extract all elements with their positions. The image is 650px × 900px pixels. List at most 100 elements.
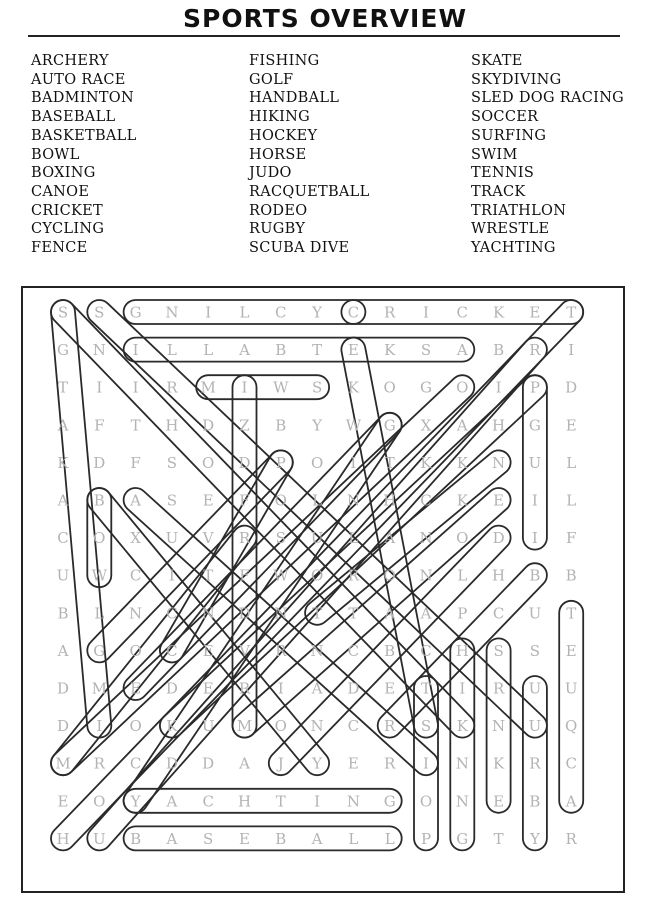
- grid-letter[interactable]: I: [96, 717, 102, 735]
- grid-letter[interactable]: R: [566, 830, 578, 848]
- grid-letter[interactable]: A: [57, 416, 69, 434]
- grid-letter[interactable]: B: [130, 830, 141, 848]
- grid-letter[interactable]: N: [202, 604, 215, 622]
- grid-letter[interactable]: G: [93, 642, 105, 660]
- grid-letter[interactable]: W: [92, 567, 108, 585]
- grid-letter[interactable]: D: [238, 454, 250, 472]
- grid-letter[interactable]: D: [202, 416, 214, 434]
- grid-letter[interactable]: U: [93, 830, 106, 848]
- grid-letter[interactable]: A: [456, 416, 468, 434]
- grid-letter[interactable]: L: [566, 492, 576, 510]
- grid-letter[interactable]: V: [238, 642, 251, 660]
- grid-letter[interactable]: A: [383, 604, 395, 622]
- grid-letter[interactable]: R: [166, 379, 178, 397]
- grid-letter[interactable]: R: [493, 680, 505, 698]
- grid-letter[interactable]: L: [312, 492, 322, 510]
- grid-letter[interactable]: Z: [239, 416, 249, 434]
- grid-letter[interactable]: N: [419, 567, 432, 585]
- grid-letter[interactable]: M: [55, 755, 70, 773]
- grid-letter[interactable]: Y: [311, 304, 323, 322]
- grid-letter[interactable]: H: [383, 492, 396, 510]
- grid-letter[interactable]: N: [456, 755, 469, 773]
- grid-letter[interactable]: A: [311, 680, 323, 698]
- grid-letter[interactable]: C: [348, 717, 359, 735]
- grid-letter[interactable]: U: [529, 717, 542, 735]
- grid-letter[interactable]: C: [166, 642, 177, 660]
- grid-letter[interactable]: I: [242, 379, 248, 397]
- grid-letter[interactable]: E: [239, 830, 250, 848]
- grid-letter[interactable]: K: [384, 341, 396, 359]
- grid-letter[interactable]: L: [566, 454, 576, 472]
- grid-letter[interactable]: L: [348, 830, 358, 848]
- grid-letter[interactable]: K: [493, 755, 505, 773]
- grid-letter[interactable]: I: [314, 792, 320, 810]
- grid-letter[interactable]: F: [94, 416, 104, 434]
- grid-letter[interactable]: D: [493, 529, 505, 547]
- grid-letter[interactable]: Y: [529, 830, 541, 848]
- grid-letter[interactable]: W: [346, 416, 362, 434]
- grid-letter[interactable]: K: [420, 454, 432, 472]
- grid-letter[interactable]: E: [130, 680, 141, 698]
- grid-letter[interactable]: R: [384, 304, 396, 322]
- grid-letter[interactable]: A: [57, 642, 69, 660]
- grid-letter[interactable]: R: [348, 567, 360, 585]
- grid-letter[interactable]: E: [348, 341, 359, 359]
- grid-letter[interactable]: T: [385, 454, 395, 472]
- grid-letter[interactable]: H: [238, 792, 251, 810]
- grid-letter[interactable]: E: [203, 492, 214, 510]
- grid-letter[interactable]: A: [238, 755, 250, 773]
- grid-letter[interactable]: N: [492, 717, 505, 735]
- grid-letter[interactable]: K: [457, 492, 469, 510]
- grid-letter[interactable]: X: [421, 416, 432, 434]
- grid-letter[interactable]: C: [130, 755, 141, 773]
- grid-letter[interactable]: P: [530, 379, 540, 397]
- grid-letter[interactable]: E: [58, 792, 69, 810]
- grid-letter[interactable]: S: [276, 529, 286, 547]
- grid-letter[interactable]: D: [166, 755, 178, 773]
- grid-letter[interactable]: S: [203, 830, 213, 848]
- grid-letter[interactable]: F: [130, 454, 140, 472]
- grid-letter[interactable]: I: [532, 529, 538, 547]
- grid-letter[interactable]: I: [423, 755, 429, 773]
- grid-letter[interactable]: C: [348, 304, 359, 322]
- grid-letter[interactable]: C: [565, 755, 576, 773]
- grid-letter[interactable]: T: [58, 379, 68, 397]
- grid-letter[interactable]: N: [311, 717, 324, 735]
- grid-letter[interactable]: C: [275, 304, 286, 322]
- grid-letter[interactable]: M: [237, 717, 252, 735]
- grid-letter[interactable]: R: [94, 755, 106, 773]
- grid-letter[interactable]: H: [56, 830, 69, 848]
- grid-letter[interactable]: B: [275, 830, 286, 848]
- grid-letter[interactable]: L: [457, 567, 467, 585]
- grid-letter[interactable]: L: [94, 604, 104, 622]
- grid-letter[interactable]: D: [565, 379, 577, 397]
- grid-letter[interactable]: U: [529, 604, 542, 622]
- grid-letter[interactable]: A: [129, 492, 141, 510]
- grid-letter[interactable]: D: [238, 604, 250, 622]
- grid-letter[interactable]: K: [457, 454, 469, 472]
- grid-letter[interactable]: C: [202, 792, 213, 810]
- grid-letter[interactable]: D: [347, 680, 359, 698]
- grid-letter[interactable]: A: [57, 492, 69, 510]
- grid-letter[interactable]: N: [347, 492, 360, 510]
- grid-letter[interactable]: B: [384, 642, 395, 660]
- grid-letter[interactable]: N: [456, 792, 469, 810]
- grid-letter[interactable]: G: [130, 304, 142, 322]
- grid-letter[interactable]: A: [420, 604, 432, 622]
- grid-letter[interactable]: L: [167, 341, 177, 359]
- grid-letter[interactable]: G: [456, 830, 468, 848]
- grid-letter[interactable]: E: [384, 680, 395, 698]
- grid-letter[interactable]: D: [57, 717, 69, 735]
- grid-letter[interactable]: M: [201, 379, 216, 397]
- grid-letter[interactable]: A: [456, 341, 468, 359]
- grid-letter[interactable]: O: [420, 792, 432, 810]
- grid-letter[interactable]: I: [133, 379, 139, 397]
- grid-letter[interactable]: S: [421, 717, 431, 735]
- grid-letter[interactable]: Y: [311, 755, 323, 773]
- grid-letter[interactable]: L: [348, 529, 358, 547]
- grid-letter[interactable]: S: [312, 379, 322, 397]
- grid-letter[interactable]: I: [278, 680, 284, 698]
- grid-letter[interactable]: L: [240, 304, 250, 322]
- grid-letter[interactable]: U: [529, 680, 542, 698]
- grid-letter[interactable]: F: [566, 529, 576, 547]
